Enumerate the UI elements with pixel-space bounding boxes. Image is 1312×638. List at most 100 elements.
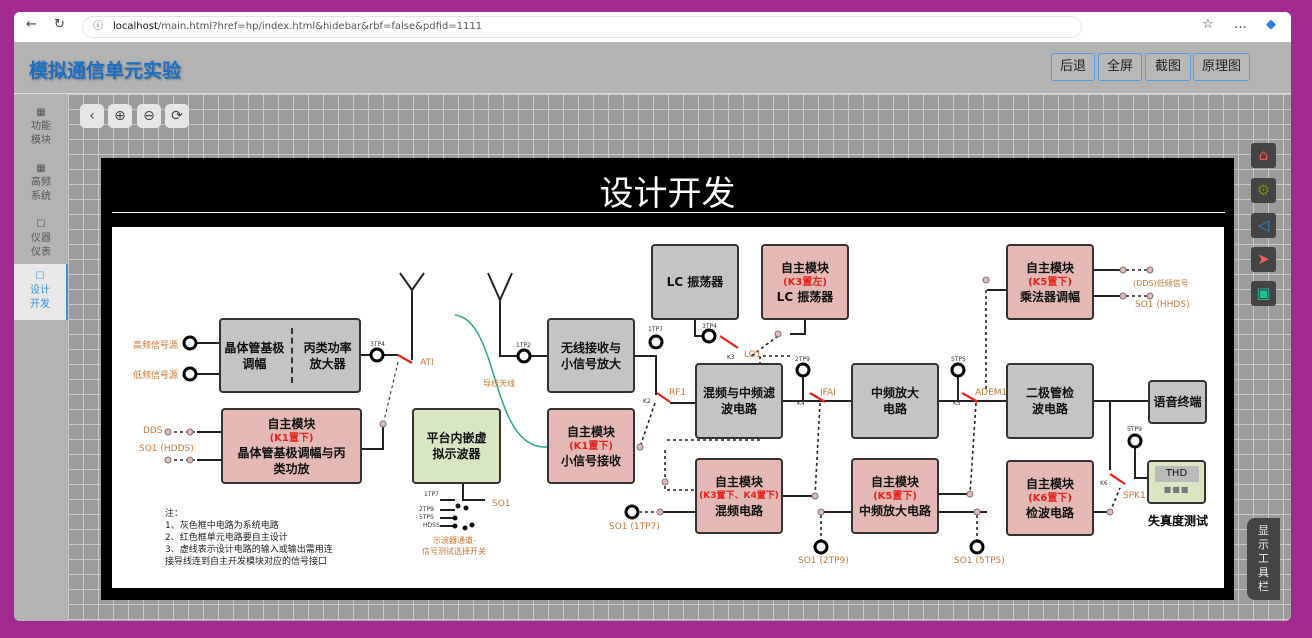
block-label: 晶体管基极调幅 (224, 340, 285, 371)
test-point-3tp4[interactable] (701, 328, 717, 344)
thd-meter[interactable]: THD■■■ (1147, 460, 1206, 504)
label-tp: 1TP7 (648, 326, 663, 333)
test-point-2tp9[interactable] (795, 362, 811, 378)
test-point-3tp4[interactable] (369, 347, 385, 363)
block-if-amplifier[interactable]: 中频放大电路 (851, 363, 939, 439)
show-toolbar-label: 显示工具栏 (1258, 524, 1269, 593)
fullscreen-button[interactable]: 全屏 (1098, 53, 1142, 81)
block-label: 平台内嵌虚拟示波器 (426, 431, 487, 461)
block-voice-terminal[interactable]: 语音终端 (1148, 380, 1207, 424)
note-line: 2、红色框单元电路要自主设计 (165, 533, 288, 543)
switch-hint: (K5置下) (1028, 276, 1072, 288)
block-self-lc[interactable]: 自主模块(K3置左)LC 振荡器 (761, 244, 849, 320)
show-toolbar-button[interactable]: 显示工具栏 (1247, 518, 1280, 600)
label-ati: ATI (420, 358, 434, 368)
sidebar: ▦功能模块 ▦高频系统 ☐仪器仪表 ☐设计开发 (14, 94, 68, 621)
wire (197, 342, 398, 375)
switch-hint: (K1置下) (569, 440, 613, 452)
sidebar-item-instruments[interactable]: ☐仪器仪表 (14, 212, 68, 268)
block-am-modulator-amplifier[interactable]: 晶体管基极调幅 丙类功率放大器 (219, 318, 361, 393)
test-point-5tp5[interactable] (950, 362, 966, 378)
back-icon[interactable]: ‹ (80, 104, 104, 128)
block-label: 自主模块 (566, 424, 615, 439)
meter-buttons: ■■■ (1163, 485, 1190, 494)
label-so1-1tp7: SO1 (1TP7) (609, 522, 660, 532)
terminal (186, 428, 194, 436)
test-point-so1-5tp5[interactable] (969, 539, 985, 555)
terminal (636, 443, 644, 451)
favorites-icon[interactable]: ☆ (1202, 17, 1214, 32)
block-label: 自主模块 (1025, 476, 1074, 491)
selector-switch (440, 458, 485, 527)
label-k4: K4 (797, 400, 805, 407)
sidebar-item-function-modules[interactable]: ▦功能模块 (14, 100, 68, 156)
switch-k1 (397, 354, 413, 364)
block-wireless-rx[interactable]: 无线接收与小信号放大 (547, 318, 635, 393)
block-virtual-oscilloscope[interactable]: 平台内嵌虚拟示波器 (412, 408, 501, 484)
test-point-1tp7[interactable] (648, 334, 664, 350)
refresh-icon[interactable]: ⟳ (165, 104, 189, 128)
back-button[interactable]: 后退 (1051, 53, 1095, 81)
label-ifai: IFAI (820, 388, 836, 398)
divider (290, 328, 293, 383)
label-adem1: ADEM1 (975, 388, 1008, 398)
block-self-multiplier[interactable]: 自主模块(K5置下)乘法器调幅 (1006, 244, 1094, 320)
reload-icon[interactable]: ↻ (54, 17, 65, 32)
home-icon[interactable]: ⌂ (1251, 143, 1276, 168)
label-tp: 1TP2 (516, 342, 531, 349)
switch-k5 (961, 392, 979, 403)
block-mixer-if-filter[interactable]: 混频与中频滤波电路 (695, 363, 783, 439)
thd-label: 失真度测试 (1148, 514, 1209, 528)
image-icon[interactable]: ▣ (1251, 281, 1276, 306)
block-self-rx[interactable]: 自主模块(K1置下)小信号接收 (547, 408, 635, 484)
block-label: 无线接收与小信号放大 (560, 340, 621, 371)
url-host: localhost (113, 21, 158, 32)
test-point[interactable] (182, 335, 198, 351)
block-self-mixer[interactable]: 自主模块(K3置下、K4置下)混频电路 (695, 458, 783, 534)
label-so1-5tp5: SO1 (5TP5) (954, 556, 1005, 566)
url-path: /main.html?href=hp/index.html&hidebar&rb… (157, 21, 483, 32)
terminal (973, 508, 981, 516)
grid-icon: ▦ (36, 107, 46, 118)
block-diode-detector[interactable]: 二极管检波电路 (1006, 363, 1094, 439)
block-label: 丙类功率放大器 (303, 340, 352, 371)
sidebar-item-design-dev[interactable]: ☐设计开发 (14, 264, 68, 320)
back-arrow-icon[interactable]: ← (26, 17, 37, 32)
chip-icon[interactable]: ⚙ (1251, 178, 1276, 203)
schematic-button[interactable]: 原理图 (1193, 53, 1250, 81)
label-k5: K5 (953, 400, 961, 407)
block-lc-oscillator[interactable]: LC 振荡器 (651, 244, 739, 320)
speaker-mute-icon[interactable]: ◁ (1251, 213, 1276, 238)
block-self-am[interactable]: 自主模块(K1置下)晶体管基极调幅与丙类功放 (221, 408, 362, 484)
screenshot-button[interactable]: 截图 (1145, 53, 1191, 81)
sidebar-label: 系统 (31, 191, 51, 202)
label-lo1: LO1 (744, 350, 762, 360)
test-point-so1-2tp9[interactable] (813, 539, 829, 555)
wire (197, 425, 384, 461)
zoom-out-icon[interactable]: ⊖ (137, 104, 161, 128)
zoom-in-icon[interactable]: ⊕ (108, 104, 132, 128)
wire (660, 269, 1120, 513)
block-self-if[interactable]: 自主模块(K5置下)中频放大电路 (851, 458, 939, 534)
copilot-icon[interactable]: ◆ (1266, 17, 1276, 32)
label-tp: 2TP9 (795, 356, 810, 363)
test-point[interactable] (182, 366, 198, 382)
more-icon[interactable]: … (1234, 17, 1247, 32)
terminal (774, 330, 782, 338)
label-switch-input: 2TP9 (419, 506, 434, 513)
label-wire-antenna: 导线天线 (483, 379, 515, 388)
block-label: 自主模块 (1025, 260, 1074, 275)
terminal (811, 492, 819, 500)
test-point-5tp9[interactable] (1127, 433, 1143, 449)
block-label: 自主模块 (714, 474, 763, 489)
block-label: 自主模块 (267, 416, 316, 431)
sidebar-item-hf-system[interactable]: ▦高频系统 (14, 156, 68, 212)
label-so1: SO1 (492, 499, 511, 509)
send-icon[interactable]: ➤ (1251, 247, 1276, 272)
switch-k4 (809, 392, 826, 403)
block-self-detector[interactable]: 自主模块(K6置下)检波电路 (1006, 460, 1094, 536)
test-point-so1-1tp7[interactable] (624, 504, 640, 520)
dashed-wire (382, 361, 399, 426)
test-point-1tp2[interactable] (516, 348, 532, 364)
